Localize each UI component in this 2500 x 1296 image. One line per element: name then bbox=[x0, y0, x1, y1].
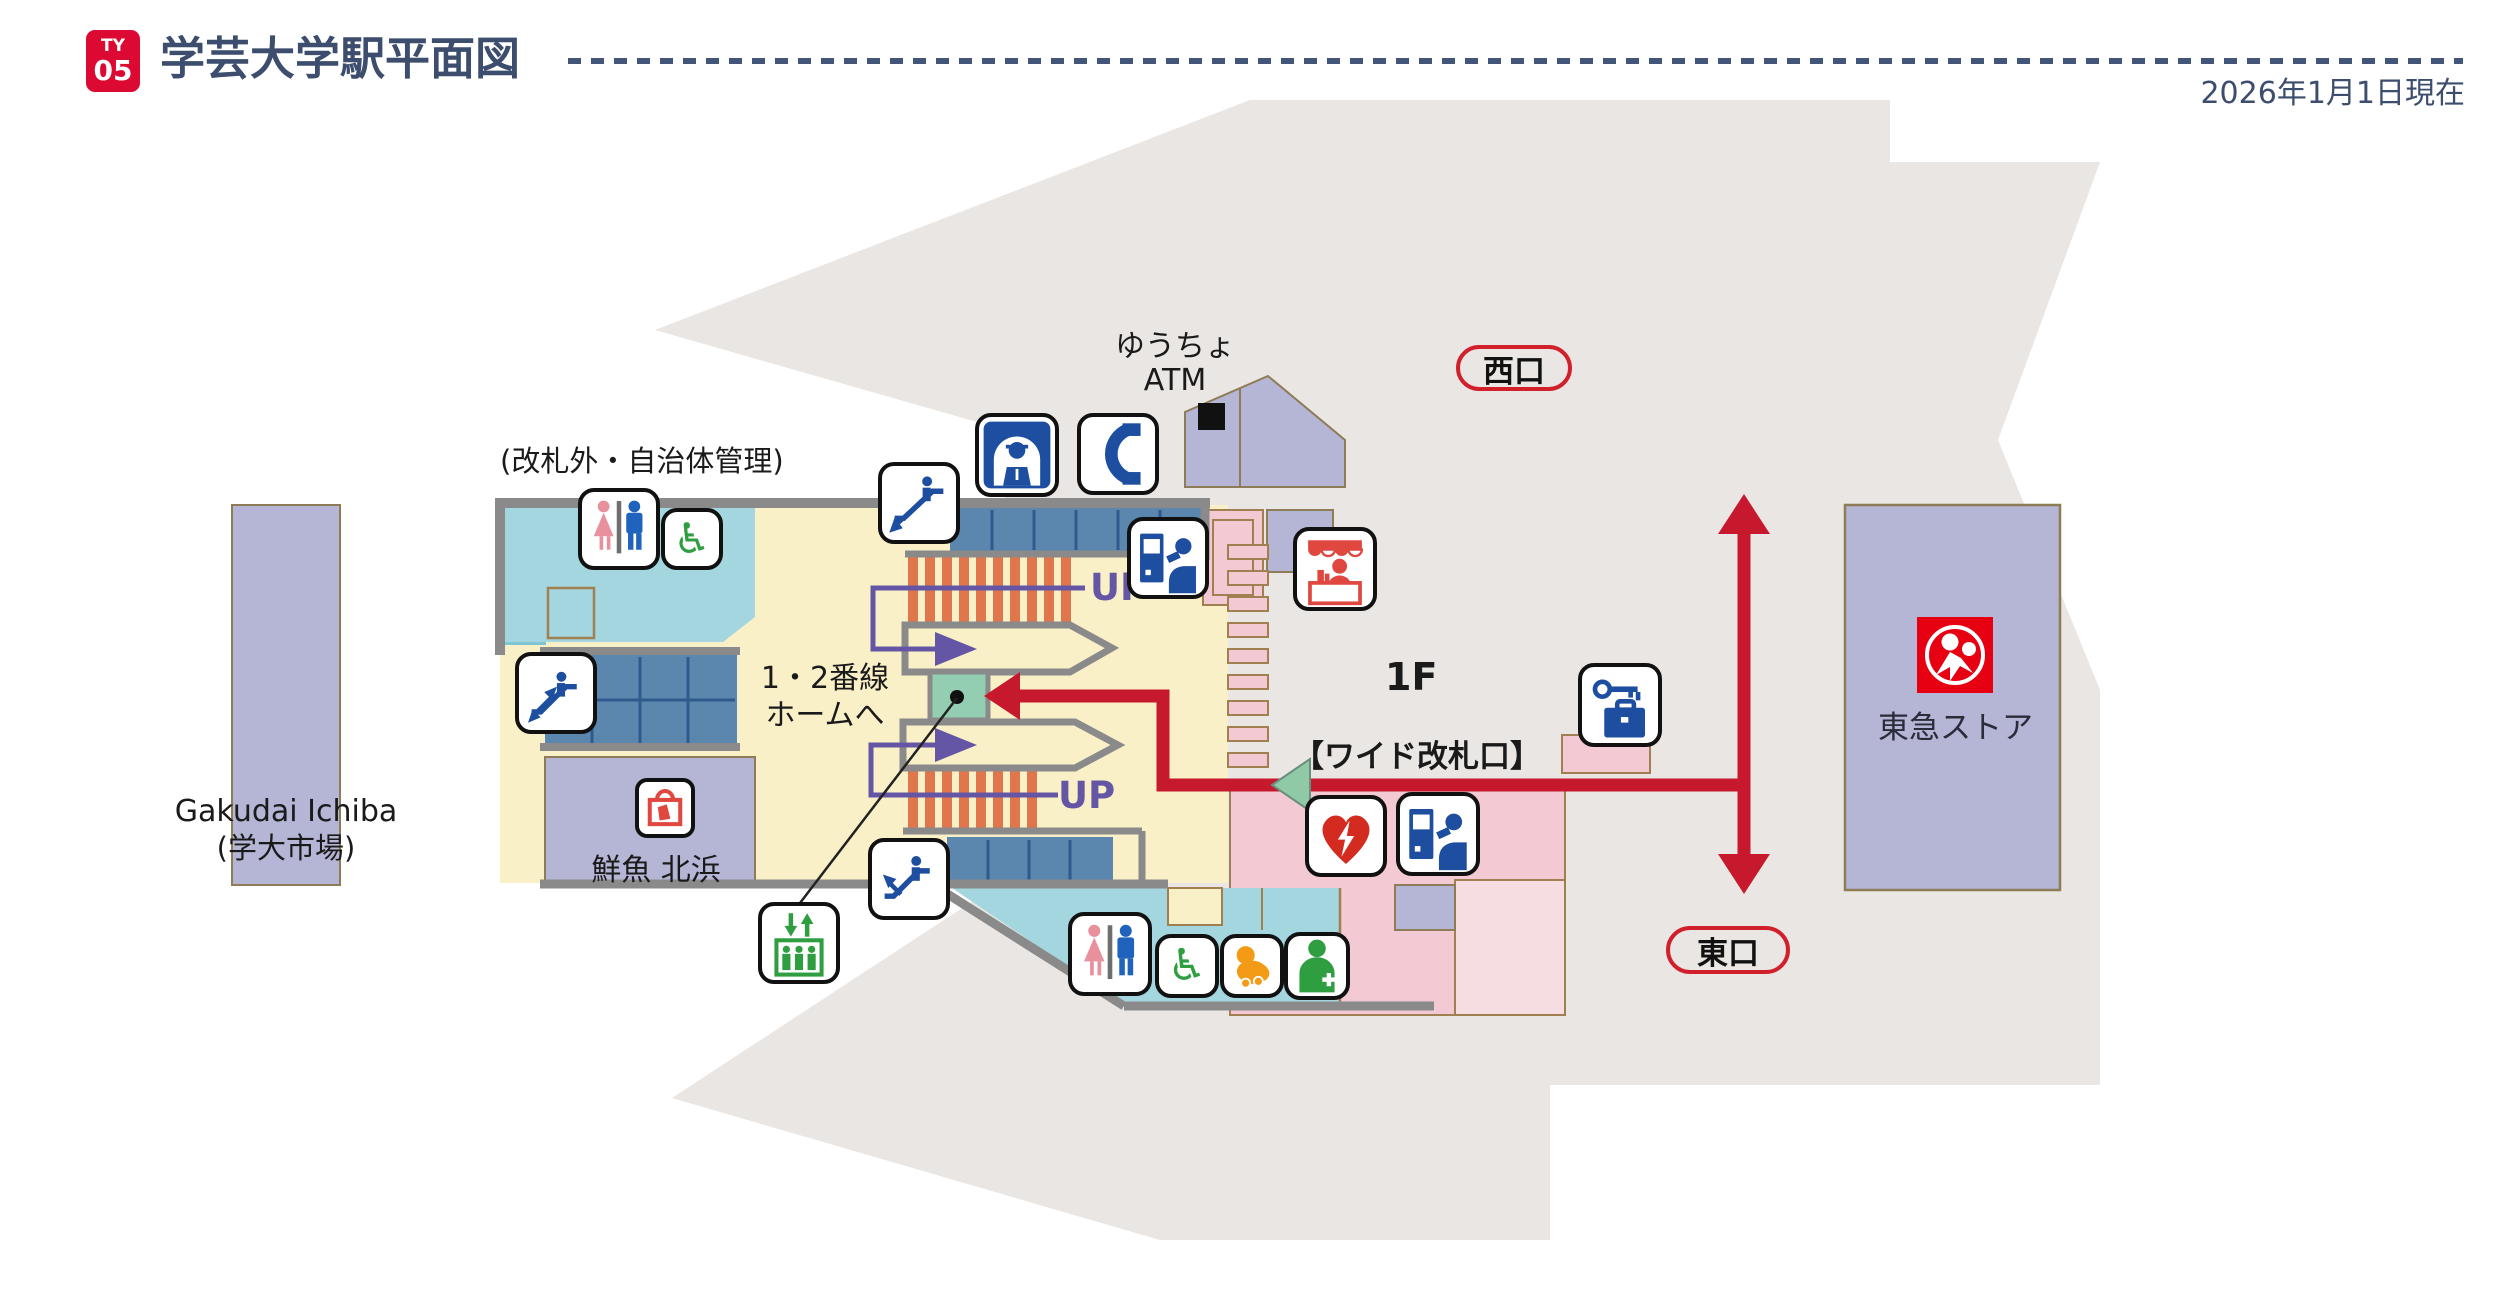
red-arrow-east bbox=[1718, 854, 1770, 894]
ticket-machine-icon bbox=[1396, 792, 1480, 876]
gakudai-ichiba-jp: (学大市場) bbox=[216, 831, 356, 865]
aed-icon bbox=[1305, 795, 1387, 877]
west-exit-badge: 西口 bbox=[1456, 345, 1572, 391]
yucho-atm-building bbox=[1184, 374, 1346, 488]
title-divider-dashed-line bbox=[568, 58, 2463, 64]
yucho-atm-label: ゆうちょ ATM bbox=[1100, 330, 1250, 398]
multipurpose-restroom-icon bbox=[1284, 932, 1350, 1000]
floor-label: 1F bbox=[1385, 655, 1438, 699]
tokyu-store-building bbox=[1843, 503, 2062, 892]
ticket-gate-row bbox=[1227, 544, 1269, 768]
yucho-atm-line1: ゆうちょ bbox=[1115, 329, 1235, 364]
as-of-date: 2026年1月1日現在 bbox=[2200, 76, 2465, 111]
platform-line1: 1・2番線 bbox=[760, 661, 890, 696]
restroom-icon bbox=[1068, 912, 1152, 996]
east-exit-badge: 東口 bbox=[1666, 926, 1790, 974]
station-number: 05 bbox=[93, 53, 133, 87]
stair-landing-lower bbox=[899, 718, 1126, 772]
tokyu-store-label: 東急ストア bbox=[1878, 710, 2033, 746]
up-label-south: UP bbox=[1058, 774, 1116, 817]
wide-gate-label: 【ワイド改札口】 bbox=[1293, 739, 1541, 775]
accessible-restroom-icon: ♿ bbox=[661, 508, 723, 570]
wide-gate-marker bbox=[1270, 757, 1311, 813]
gakudai-ichiba-label: Gakudai Ichiba (学大市場) bbox=[148, 794, 424, 866]
yucho-atm-line2: ATM bbox=[1143, 363, 1207, 398]
baby-changing-icon bbox=[1220, 934, 1284, 998]
kiosk-icon bbox=[1293, 527, 1377, 611]
public-phone-icon bbox=[1077, 413, 1159, 495]
wheelchair-glyph: ♿ bbox=[673, 514, 711, 563]
escalator-band-south bbox=[947, 837, 1113, 883]
atm-machine-mark bbox=[1198, 403, 1225, 430]
tokyu-store-logo bbox=[1917, 617, 1993, 693]
ticket-machine-icon bbox=[1127, 517, 1209, 599]
stair-landing-upper bbox=[901, 621, 1120, 676]
platform-line2: ホームへ bbox=[765, 698, 885, 733]
coin-locker-icon bbox=[1578, 663, 1662, 747]
red-arrow-to-elevator bbox=[984, 672, 1020, 720]
restroom-icon bbox=[578, 488, 660, 570]
wheelchair-glyph: ♿ bbox=[1167, 940, 1207, 991]
escalator-up-icon bbox=[868, 838, 950, 920]
escalator-down-icon bbox=[878, 462, 960, 544]
walls bbox=[495, 498, 1434, 1011]
escalator-up-down-icon bbox=[515, 652, 597, 734]
east-exit-label: 東口 bbox=[1697, 935, 1759, 972]
station-staff-icon bbox=[975, 413, 1059, 497]
street-area bbox=[655, 100, 2100, 1240]
purple-route-arrows bbox=[868, 585, 1085, 798]
red-route bbox=[1015, 528, 1751, 860]
outside-gate-note: (改札外・自治体管理) bbox=[500, 444, 784, 478]
accessible-restroom-icon: ♿ bbox=[1155, 934, 1219, 998]
line-code: TY bbox=[101, 35, 125, 56]
elevator-icon bbox=[758, 902, 840, 984]
fish-shop-bag-icon bbox=[635, 778, 695, 838]
elevator-leader-line bbox=[799, 697, 958, 904]
gakudai-ichiba-building bbox=[231, 504, 341, 886]
gakudai-ichiba-en: Gakudai Ichiba bbox=[174, 794, 398, 829]
stairs-lower-flight bbox=[908, 768, 1037, 830]
red-arrow-west bbox=[1718, 494, 1770, 534]
platform-direction-label: 1・2番線 ホームへ bbox=[752, 660, 898, 734]
line-station-badge: TY 05 bbox=[86, 30, 140, 92]
west-exit-label: 西口 bbox=[1483, 353, 1545, 390]
page-title: 学芸大学駅平面図 bbox=[160, 32, 521, 85]
fish-shop-label: 鮮魚 北浜 bbox=[591, 853, 721, 888]
